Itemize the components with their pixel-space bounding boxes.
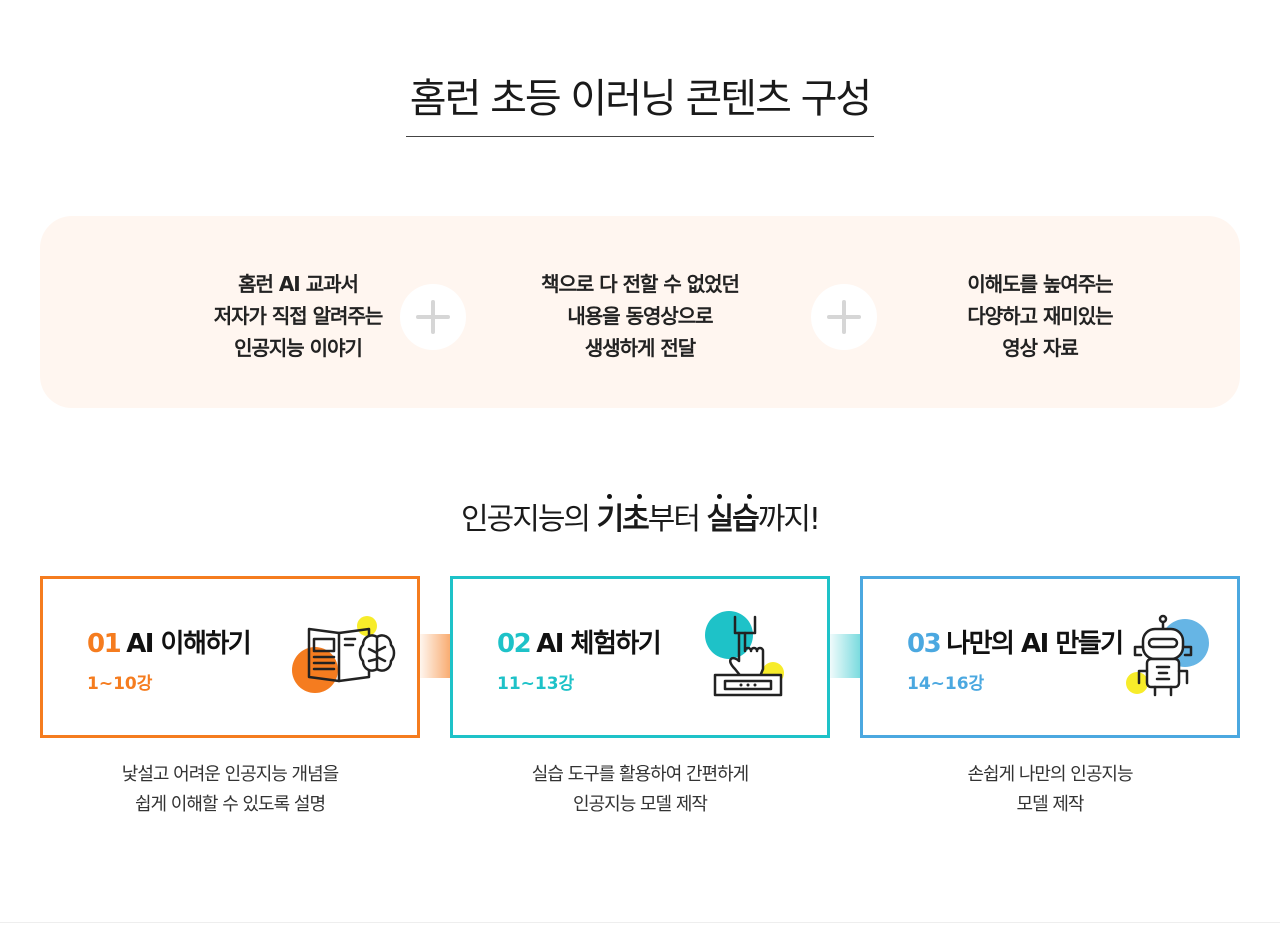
hand-keyboard-icon xyxy=(705,611,784,697)
emphasis-basics: 기초 xyxy=(597,494,650,537)
step-range: 11~13강 xyxy=(497,674,575,694)
step-description-experience: 실습 도구를 활용하여 간편하게 인공지능 모델 제작 xyxy=(531,764,749,815)
step-range: 1~10강 xyxy=(87,674,153,694)
composition-item-materials: 이해도를 높여주는 다양하고 재미있는 영상 자료 xyxy=(967,272,1113,360)
plus-icon xyxy=(400,284,466,350)
composition-item-video: 책으로 다 전할 수 없었던 내용을 동영상으로 생생하게 전달 xyxy=(541,272,740,360)
composition-panel: 홈런 AI 교과서 저자가 직접 알려주는 인공지능 이야기 책으로 다 전할 … xyxy=(40,216,1240,408)
robot-icon xyxy=(1126,614,1209,697)
section-subtitle: 인공지능의 기초부터 실습까지! xyxy=(0,494,1280,538)
step-range: 14~16강 xyxy=(907,674,985,694)
divider xyxy=(0,922,1280,923)
page-title-text: 홈런 초등 이러닝 콘텐츠 구성 xyxy=(405,66,875,137)
book-brain-icon xyxy=(292,616,396,693)
page-title: 홈런 초등 이러닝 콘텐츠 구성 xyxy=(0,66,1280,137)
step-description-create: 손쉽게 나만의 인공지능 모델 제작 xyxy=(967,764,1133,815)
emphasis-practice: 실습 xyxy=(707,494,760,537)
plus-icon xyxy=(811,284,877,350)
step-description-understand: 낯설고 어려운 인공지능 개념을 쉽게 이해할 수 있도록 설명 xyxy=(121,764,339,815)
composition-item-textbook: 홈런 AI 교과서 저자가 직접 알려주는 인공지능 이야기 xyxy=(213,272,384,360)
